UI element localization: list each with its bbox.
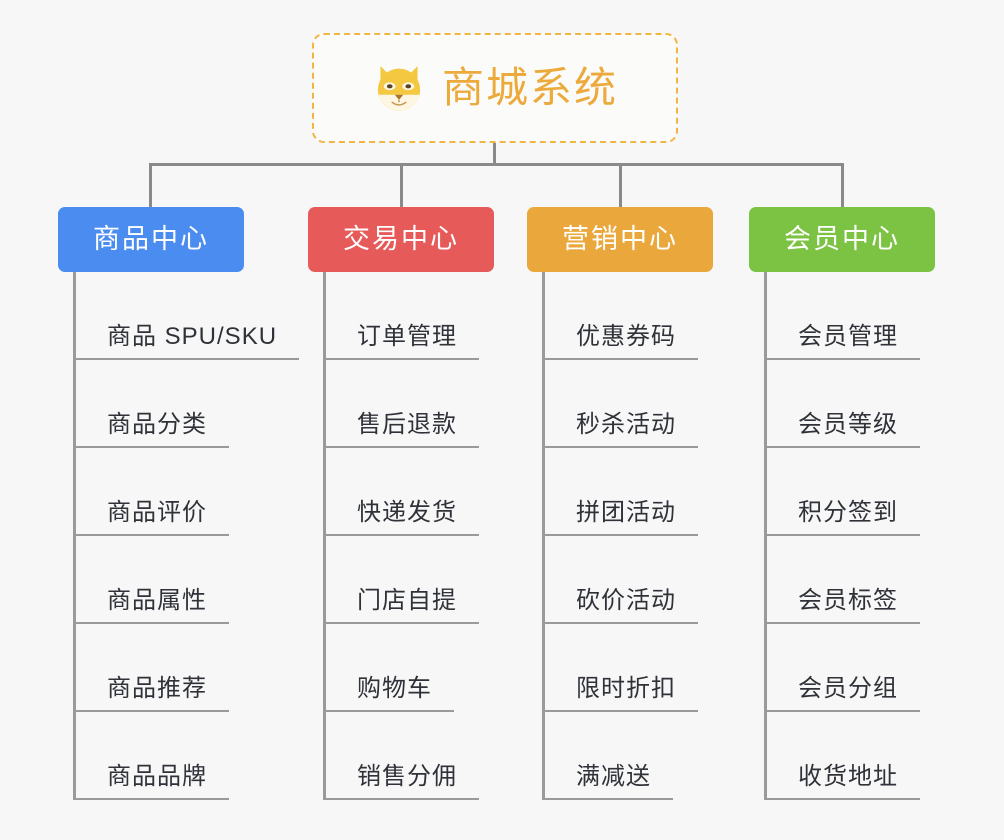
list-item[interactable]: 优惠券码 (542, 272, 713, 360)
leaf-label: 购物车 (357, 675, 432, 702)
category-header-marketing[interactable]: 营销中心 (527, 207, 713, 272)
root-title: 商城系统 (441, 64, 618, 111)
connector-drop-4 (841, 163, 844, 209)
spine-line (764, 272, 767, 800)
leaf-label: 优惠券码 (576, 323, 676, 350)
list-item[interactable]: 商品推荐 (73, 624, 299, 712)
leaf-label: 商品品牌 (107, 763, 207, 790)
leaf-list-product: 商品 SPU/SKU 商品分类 商品评价 商品属性 商品推荐 商品品牌 (73, 272, 300, 800)
list-item[interactable]: 积分签到 (764, 448, 935, 536)
leaf-label: 积分签到 (798, 499, 898, 526)
leaf-label: 商品 SPU/SKU (107, 323, 278, 350)
leaf-label: 售后退款 (357, 411, 457, 438)
leaf-label: 限时折扣 (576, 675, 676, 702)
list-item[interactable]: 售后退款 (323, 360, 494, 448)
list-item[interactable]: 秒杀活动 (542, 360, 713, 448)
list-item[interactable]: 快递发货 (323, 448, 494, 536)
category-column-marketing: 营销中心 优惠券码 秒杀活动 拼团活动 砍价活动 限时折扣 满减送 (527, 207, 713, 800)
category-header-trade[interactable]: 交易中心 (308, 207, 494, 272)
spine-line (73, 272, 76, 800)
list-item[interactable]: 收货地址 (764, 712, 935, 800)
leaf-label: 会员等级 (798, 411, 898, 438)
category-column-product: 商品中心 商品 SPU/SKU 商品分类 商品评价 商品属性 商品推荐 商品品牌 (58, 207, 300, 800)
list-item[interactable]: 商品分类 (73, 360, 299, 448)
list-item[interactable]: 拼团活动 (542, 448, 713, 536)
leaf-list-trade: 订单管理 售后退款 快递发货 门店自提 购物车 销售分佣 (323, 272, 494, 800)
category-label: 会员中心 (784, 224, 900, 254)
leaf-list-marketing: 优惠券码 秒杀活动 拼团活动 砍价活动 限时折扣 满减送 (542, 272, 713, 800)
leaf-label: 会员分组 (798, 675, 898, 702)
leaf-label: 秒杀活动 (576, 411, 676, 438)
connector-root-stem (493, 143, 496, 165)
list-item[interactable]: 购物车 (323, 624, 494, 712)
list-item[interactable]: 商品属性 (73, 536, 299, 624)
leaf-label: 商品评价 (107, 499, 207, 526)
leaf-label: 订单管理 (357, 323, 457, 350)
connector-drop-2 (400, 163, 403, 209)
list-item[interactable]: 会员管理 (764, 272, 935, 360)
leaf-label: 商品属性 (107, 587, 207, 614)
leaf-label: 商品推荐 (107, 675, 207, 702)
leaf-label: 砍价活动 (576, 587, 676, 614)
list-item[interactable]: 会员等级 (764, 360, 935, 448)
root-node[interactable]: 商城系统 (312, 33, 678, 143)
list-item[interactable]: 会员标签 (764, 536, 935, 624)
list-item[interactable]: 砍价活动 (542, 536, 713, 624)
leaf-label: 快递发货 (357, 499, 457, 526)
leaf-list-member: 会员管理 会员等级 积分签到 会员标签 会员分组 收货地址 (764, 272, 935, 800)
category-column-trade: 交易中心 订单管理 售后退款 快递发货 门店自提 购物车 销售分佣 (308, 207, 494, 800)
list-item[interactable]: 商品 SPU/SKU (73, 272, 300, 360)
spine-line (323, 272, 326, 800)
category-header-product[interactable]: 商品中心 (58, 207, 244, 272)
leaf-label: 会员管理 (798, 323, 898, 350)
list-item[interactable]: 商品品牌 (73, 712, 299, 800)
list-item[interactable]: 商品评价 (73, 448, 299, 536)
list-item[interactable]: 会员分组 (764, 624, 935, 712)
list-item[interactable]: 销售分佣 (323, 712, 494, 800)
leaf-label: 销售分佣 (357, 763, 457, 790)
category-label: 商品中心 (93, 224, 209, 254)
connector-horizontal-bus (150, 163, 844, 166)
leaf-label: 会员标签 (798, 587, 898, 614)
connector-drop-1 (149, 163, 152, 209)
leaf-label: 满减送 (576, 763, 651, 790)
list-item[interactable]: 限时折扣 (542, 624, 713, 712)
category-column-member: 会员中心 会员管理 会员等级 积分签到 会员标签 会员分组 收货地址 (749, 207, 935, 800)
leaf-label: 拼团活动 (576, 499, 676, 526)
list-item[interactable]: 门店自提 (323, 536, 494, 624)
leaf-label: 收货地址 (798, 763, 898, 790)
list-item[interactable]: 满减送 (542, 712, 713, 800)
list-item[interactable]: 订单管理 (323, 272, 494, 360)
connector-drop-3 (619, 163, 622, 209)
leaf-label: 门店自提 (357, 587, 457, 614)
category-label: 营销中心 (562, 224, 678, 254)
shiba-dog-face-icon (377, 66, 421, 111)
category-header-member[interactable]: 会员中心 (749, 207, 935, 272)
category-label: 交易中心 (343, 224, 459, 254)
leaf-label: 商品分类 (107, 411, 207, 438)
spine-line (542, 272, 545, 800)
